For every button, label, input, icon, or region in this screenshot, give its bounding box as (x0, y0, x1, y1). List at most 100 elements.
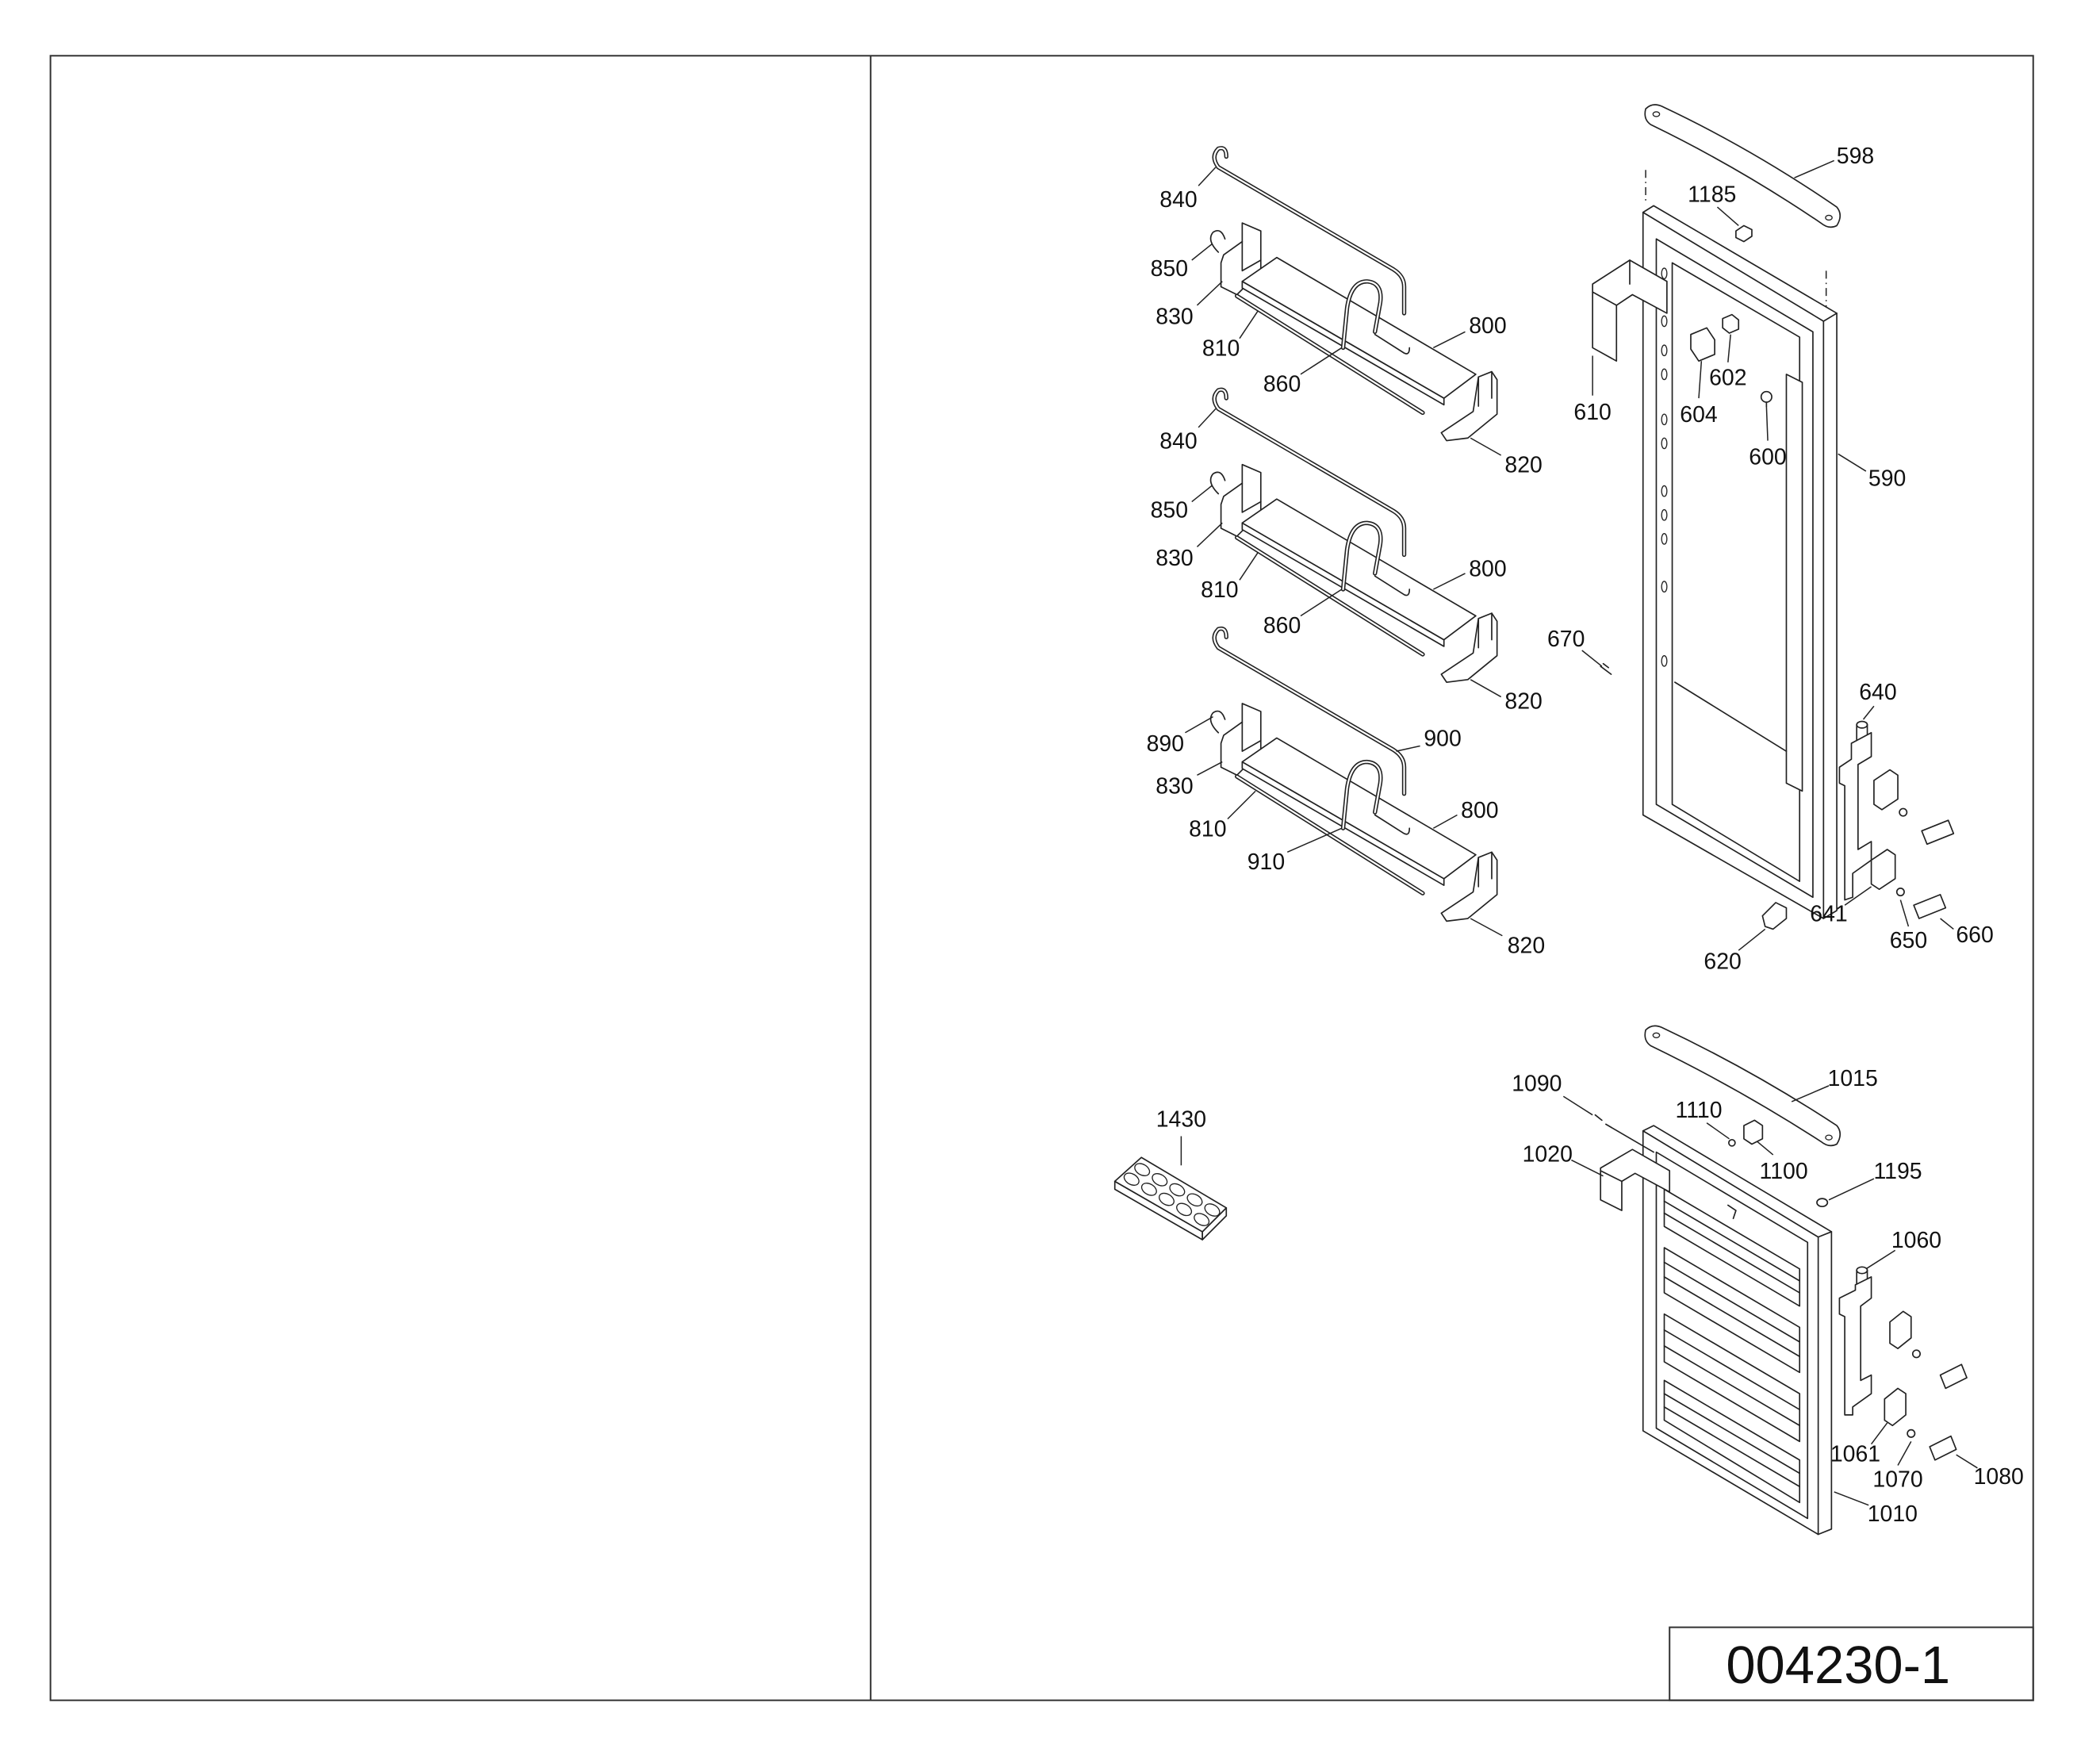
callout-label: 1060 (1891, 1228, 1941, 1253)
leader-line (1470, 918, 1503, 937)
hinge-cover-plate (1921, 819, 1955, 846)
shelf-front-rod-core (1236, 295, 1424, 414)
shelf-slot (1661, 655, 1668, 667)
leader-line (1956, 1454, 1978, 1469)
callout-label: 800 (1469, 556, 1506, 581)
callout-label: 800 (1461, 798, 1498, 823)
door-hinge-bracket (1838, 731, 1872, 901)
hinge-block (1889, 1310, 1912, 1350)
shelf-slot (1661, 508, 1668, 521)
shelf-slot (1661, 344, 1668, 357)
shelf-left-bracket-edge (1241, 240, 1262, 272)
callout-label: 1100 (1760, 1159, 1808, 1184)
lower-door-rib-lines (1663, 1261, 1801, 1358)
egg-cup (1123, 1172, 1140, 1187)
callout-label: 604 (1680, 402, 1717, 428)
shelf-left-bracket-edge (1241, 482, 1262, 513)
egg-tray: 1430 (1113, 1107, 1228, 1241)
lower-door-trim (1644, 1025, 1841, 1147)
shelf-right-bracket (1440, 851, 1498, 922)
shelf-assembly-2 (1209, 387, 1498, 683)
callout-label: 610 (1573, 400, 1611, 425)
door-screw (1600, 662, 1612, 675)
callout-label: 1090 (1512, 1072, 1562, 1097)
shelf-right-bracket (1440, 612, 1498, 683)
shelf-wire-loop-tail (1374, 575, 1411, 596)
leader-line (1300, 589, 1343, 617)
door-stop-knob (1760, 390, 1772, 403)
leader-line (1198, 408, 1217, 428)
callout-label: 641 (1810, 901, 1847, 926)
shelf-hook (1209, 471, 1226, 495)
lower-handle-bracket (1600, 1149, 1671, 1212)
shelf-slot (1661, 267, 1668, 280)
callout-label: 620 (1704, 949, 1741, 975)
lower-door-rib-band (1663, 1188, 1801, 1307)
callout-label: 830 (1155, 774, 1193, 800)
trim-screw-hole (1652, 1032, 1661, 1038)
lower-handle-bracket-edge (1600, 1170, 1623, 1183)
callout-label: 820 (1504, 689, 1542, 715)
callout-label: 810 (1202, 336, 1240, 361)
hinge-block (1870, 849, 1896, 891)
leader-line (1198, 167, 1217, 186)
lower-door-rib-lines (1663, 1200, 1801, 1294)
callout-label: 1015 (1828, 1066, 1878, 1091)
leader-line (1838, 453, 1867, 472)
callout-label: 850 (1151, 498, 1188, 523)
callout-label: 830 (1155, 546, 1193, 571)
callout-label: 840 (1159, 429, 1197, 454)
shelf-wire-loop-core (1342, 280, 1382, 349)
leader-line (1765, 406, 1769, 441)
egg-cup (1204, 1203, 1221, 1217)
door-latch-clip (1761, 902, 1788, 930)
leader-line (1897, 1440, 1912, 1466)
callout-label: 1195 (1873, 1159, 1922, 1184)
leader-line (1870, 1422, 1888, 1445)
drawing-number: 004230-1 (1726, 1636, 1950, 1695)
shelf-right-bracket-edge (1477, 612, 1493, 649)
lower-door-rib-band (1663, 1247, 1801, 1374)
shelf-wire-loop-core (1342, 522, 1382, 591)
callout-label: 900 (1424, 726, 1461, 751)
hinge-block (1884, 1387, 1907, 1427)
upper-door-edge (1642, 211, 1838, 919)
leader-line (1300, 347, 1343, 375)
shelf-wire-loop-core (1342, 761, 1382, 830)
leader-line (1433, 573, 1466, 590)
callout-label: 810 (1201, 577, 1238, 603)
shelf-hook (1209, 710, 1226, 734)
callout-label: 820 (1508, 934, 1545, 959)
hinge-screw (1895, 888, 1905, 897)
door-handle-bracket-edge (1592, 259, 1631, 306)
upper-door-liner (1655, 238, 1814, 899)
callout-label: 890 (1147, 731, 1184, 757)
egg-cup (1194, 1213, 1210, 1226)
callout-label: 820 (1504, 453, 1542, 478)
shelf-wire-loop-tail (1374, 333, 1411, 355)
leader-line (1227, 790, 1256, 820)
hinge-pin (1856, 720, 1868, 729)
leader-line (1191, 244, 1213, 261)
shelf-left-bracket-edge (1241, 721, 1262, 753)
shelf-assembly-1 (1209, 146, 1498, 442)
shelf-assembly-3 (1209, 626, 1498, 922)
leader-line (1239, 310, 1259, 339)
plug-cap (1816, 1198, 1829, 1207)
leader-line (1185, 716, 1213, 734)
small-screw (1728, 1138, 1736, 1147)
egg-cup (1152, 1173, 1168, 1187)
callout-label: 800 (1469, 313, 1506, 339)
egg-cup (1140, 1183, 1157, 1196)
hinge-cover-plate (1913, 894, 1947, 919)
leader-line (1865, 1249, 1896, 1270)
egg-cup (1176, 1202, 1193, 1217)
leader-line (1757, 1141, 1774, 1156)
callout-label: 840 (1159, 187, 1197, 213)
callout-label: 1110 (1676, 1098, 1723, 1123)
hinge-block (1873, 769, 1899, 811)
leader-line (1940, 918, 1954, 930)
leader-line (1716, 206, 1739, 227)
egg-cup (1158, 1192, 1175, 1206)
